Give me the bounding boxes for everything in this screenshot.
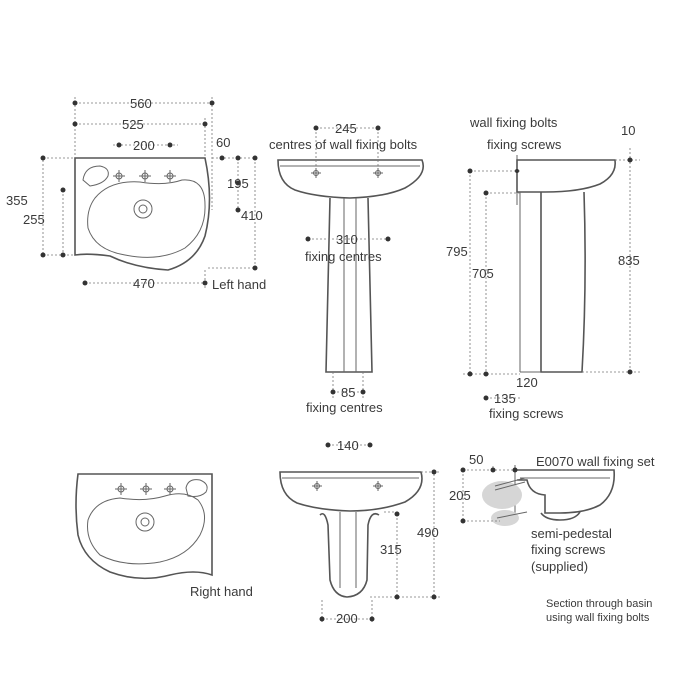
basin-bowl-left-hand	[87, 179, 206, 258]
label-fixing-screws-top: fixing screws	[487, 137, 562, 152]
label-semi-pedestal-2: fixing screws	[531, 542, 606, 557]
dim-410: 410	[241, 208, 263, 223]
right-hand-label: Right hand	[190, 584, 253, 599]
dim-140: 140	[337, 438, 359, 453]
dimension-lines-semi	[319, 469, 440, 624]
dim-200-plan: 200	[133, 138, 155, 153]
dimension-lines-section	[460, 466, 518, 524]
basin-bowl-right-hand	[87, 493, 205, 565]
dim-135: 135	[494, 391, 516, 406]
waste-outlet-inner-right-hand	[140, 517, 150, 527]
dim-705: 705	[472, 266, 494, 281]
pedestal-section	[540, 511, 581, 521]
section-view: 50 205 E0070 wall fixing set semi-pedest…	[449, 452, 655, 624]
dim-85: 85	[341, 385, 355, 400]
dim-835: 835	[618, 253, 640, 268]
dim-195: 195	[227, 176, 249, 191]
dimension-lines-side	[463, 148, 640, 401]
front-pedestal-view: 245 centres of wall fixing bolts 310 fix…	[269, 121, 424, 453]
section-caption-2: using wall fixing bolts	[546, 612, 650, 624]
left-hand-plan-view: 560 525 200 60 195 410 355 255 470 Left …	[6, 96, 266, 292]
soap-recess-right-hand	[185, 479, 208, 497]
label-semi-pedestal-1: semi-pedestal	[531, 526, 612, 541]
label-fixing-screws-bottom: fixing screws	[489, 406, 564, 421]
basin-outline-right-hand	[75, 473, 213, 580]
dim-525: 525	[122, 117, 144, 132]
dimension-lines-front	[305, 125, 391, 448]
basin-side	[516, 159, 617, 193]
soap-recess-left-hand	[82, 165, 109, 187]
dim-10: 10	[621, 123, 635, 138]
label-wall-fixing-set: E0070 wall fixing set	[536, 454, 655, 469]
dim-50: 50	[469, 452, 483, 467]
basin-front-semi	[279, 471, 423, 512]
pedestal-front	[325, 197, 373, 373]
left-hand-label: Left hand	[212, 277, 266, 292]
dim-355: 355	[6, 193, 28, 208]
semi-fixing-shading	[491, 510, 519, 526]
right-hand-plan-view: Right hand	[75, 473, 253, 599]
dimension-lines-left-hand	[40, 97, 258, 290]
waste-outlet-left-hand	[133, 199, 153, 219]
dim-200-semi: 200	[336, 611, 358, 626]
waste-outlet-inner-left-hand	[138, 204, 148, 214]
tap-holes-right-hand	[115, 483, 176, 495]
basin-outline-left-hand	[74, 157, 211, 271]
dim-795: 795	[446, 244, 468, 259]
dim-470: 470	[133, 276, 155, 291]
dim-310: 310	[336, 232, 358, 247]
waste-outlet-right-hand	[135, 512, 155, 532]
bolt-markers-semi	[312, 481, 383, 491]
front-semi-pedestal-view: 490 315 200	[279, 469, 440, 626]
pedestal-side	[540, 191, 586, 373]
dim-560: 560	[130, 96, 152, 111]
section-caption-1: Section through basin	[546, 598, 652, 610]
side-pedestal-view: wall fixing bolts fixing screws 10 795 7…	[446, 115, 640, 421]
label-semi-pedestal-3: (supplied)	[531, 559, 588, 574]
dim-205: 205	[449, 488, 471, 503]
dim-490: 490	[417, 525, 439, 540]
basin-front-pedestal	[277, 159, 424, 199]
dim-245: 245	[335, 121, 357, 136]
dim-255: 255	[23, 212, 45, 227]
dim-315: 315	[380, 542, 402, 557]
fixing-bolts-section	[494, 477, 528, 519]
semi-pedestal-front	[319, 512, 380, 598]
bolt-markers-front	[311, 168, 383, 178]
label-fixing-centres-bottom: fixing centres	[306, 400, 383, 415]
dim-120: 120	[516, 375, 538, 390]
basin-section	[517, 469, 616, 514]
label-wall-fixing-bolts: wall fixing bolts	[469, 115, 558, 130]
label-fixing-centres-top: fixing centres	[305, 249, 382, 264]
label-centres-wall-bolts: centres of wall fixing bolts	[269, 137, 418, 152]
tap-holes-left-hand	[113, 170, 176, 182]
dim-60: 60	[216, 135, 230, 150]
wall-fixing-set-shading	[482, 481, 522, 509]
